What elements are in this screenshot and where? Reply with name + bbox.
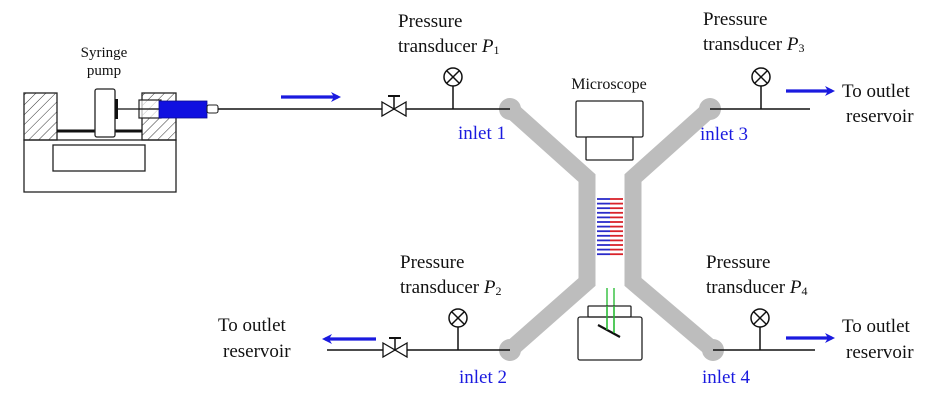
light-path	[606, 288, 615, 333]
pressure-transducer-p2-gauge	[448, 308, 468, 350]
transducer-p3-text: transducer	[703, 34, 787, 55]
outlet-top-right-label-line1: To outlet	[842, 81, 911, 102]
transducer-p2-text: transducer	[400, 277, 484, 298]
inlet-1-label: inlet 1	[458, 123, 506, 144]
pressure-transducer-p4-gauge	[750, 308, 770, 350]
outlet-top-right-label-line2: reservoir	[846, 106, 914, 127]
pump-display-panel	[52, 144, 146, 172]
transducer-p3-symbol: P	[786, 34, 799, 55]
pump-left-block	[23, 92, 58, 141]
microscope-top-body	[575, 100, 644, 138]
light-source-body	[577, 316, 643, 361]
microscope-top: Microscope	[571, 76, 647, 161]
inlet-3-label: inlet 3	[700, 124, 748, 145]
pressure-transducer-p1-gauge	[443, 67, 463, 109]
transducer-p4-subscript: 4	[802, 284, 808, 298]
pressure-transducer-p3-gauge	[751, 67, 771, 109]
plunger-plate	[115, 99, 118, 119]
channel-right-branch	[624, 100, 722, 359]
transducer-p4-label-line1: Pressure	[706, 252, 770, 273]
syringe-tip	[206, 104, 219, 114]
transducer-p3-subscript: 3	[799, 41, 805, 55]
transducer-p4-text: transducer	[706, 277, 790, 298]
light-source-unit	[577, 305, 643, 361]
transducer-p2-label-line1: Pressure	[400, 252, 464, 273]
mirror	[597, 324, 621, 338]
transducer-p2-subscript: 2	[496, 284, 502, 298]
syringe-pump: Syringe pump	[23, 45, 219, 193]
inlet-4-label: inlet 4	[702, 367, 751, 388]
transducer-p2-label-line2: transducer P2	[400, 277, 502, 298]
transducer-p2-symbol: P	[483, 277, 496, 298]
transducer-p4-label-line2: transducer P4	[706, 277, 808, 298]
pump-carriage	[94, 88, 116, 138]
transducer-p3-label-line2: transducer P3	[703, 34, 805, 55]
outlet-left-label-line2: reservoir	[223, 341, 291, 362]
channel-left-branch	[501, 100, 596, 359]
transducer-p4-symbol: P	[789, 277, 802, 298]
outlet-left-label-line1: To outlet	[218, 315, 287, 336]
microscope-label: Microscope	[571, 76, 647, 93]
transducer-p1-label-line2: transducer P1	[398, 36, 500, 57]
fluid-interface-stripes	[597, 198, 623, 256]
syringe-pump-label-line1: Syringe	[81, 45, 128, 61]
light-source-top	[587, 305, 632, 318]
valve-1	[381, 95, 407, 118]
inlet-2-label: inlet 2	[459, 367, 507, 388]
outlet-bottom-right-label-line1: To outlet	[842, 316, 911, 337]
transducer-p1-symbol: P	[481, 36, 494, 57]
microscope-top-objective	[585, 136, 634, 161]
transducer-p1-label-line1: Pressure	[398, 11, 462, 32]
transducer-p3-label-line1: Pressure	[703, 9, 767, 30]
transducer-p1-text: transducer	[398, 36, 482, 57]
inlet-1-line: Pressure transducer P1 inlet 1	[218, 11, 510, 144]
syringe-barrel	[158, 100, 208, 119]
inlet-4-line: Pressure transducer P4 inlet 4 To outlet…	[702, 252, 914, 388]
outlet-bottom-right-label-line2: reservoir	[846, 342, 914, 363]
inlet-3-line: Pressure transducer P3 inlet 3 To outlet…	[700, 9, 914, 145]
syringe-pump-label-line2: pump	[87, 63, 121, 79]
transducer-p1-subscript: 1	[494, 43, 500, 57]
valve-2	[382, 337, 408, 359]
inlet-2-line: Pressure transducer P2 inlet 2 To outlet…	[218, 252, 510, 388]
